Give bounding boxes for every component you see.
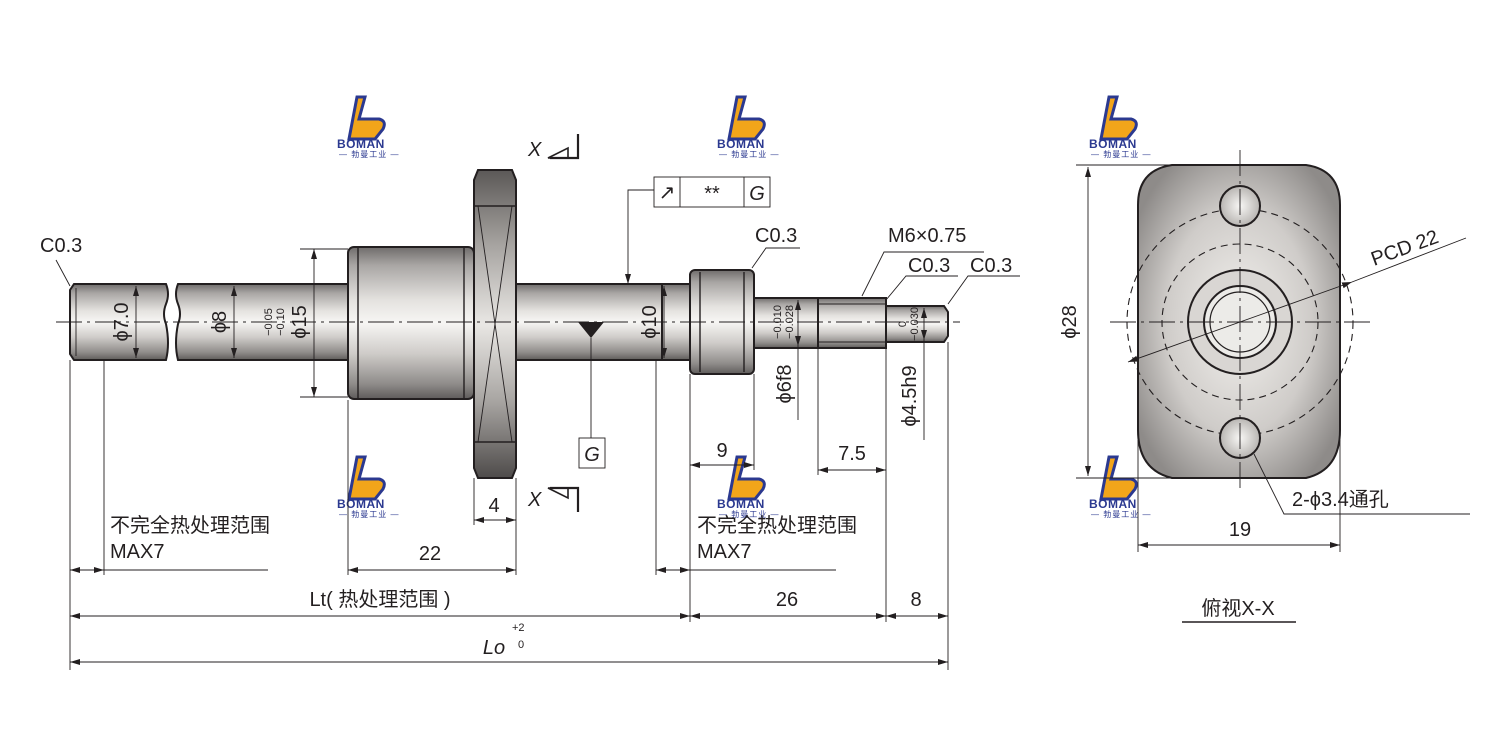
side-width-label: 19 [1229, 519, 1251, 541]
heat-treat-note-right-1: 不完全热处理范围 [697, 514, 857, 537]
section-marker-bottom: X [527, 486, 580, 512]
heat-treat-note-left-1: 不完全热处理范围 [110, 514, 270, 537]
lt-dim-label: Lt( 热处理范围 ) [309, 588, 450, 611]
logo-brand-text: BOMAN [1089, 137, 1137, 151]
logo-mark-icon [727, 95, 766, 141]
side-view [1076, 150, 1470, 552]
logo-mark-icon [727, 455, 766, 501]
journal-phi6-segment [753, 297, 819, 349]
logo-brand-text: BOMAN [337, 137, 385, 151]
logo-mark-icon [347, 95, 386, 141]
diameter-15-label: ϕ15 [289, 305, 311, 338]
end-26-dim: 26 [776, 589, 798, 611]
shaft-tip [885, 305, 949, 343]
thread-length-dim: 7.5 [838, 443, 866, 465]
lo-tol-lower: 0 [518, 639, 524, 651]
side-height-label: ϕ28 [1059, 305, 1081, 338]
heat-treat-note-left-2: MAX7 [110, 541, 164, 563]
diameter-7-label: ϕ7.0 [111, 302, 133, 341]
brand-logo: BOMAN — 勃曼工业 — [717, 95, 779, 159]
journal-length-dim: 9 [716, 440, 727, 462]
logo-brand-text: BOMAN [337, 497, 385, 511]
diameter-15-tol-upper: −0.05 [263, 308, 275, 336]
brand-logo: BOMAN — 勃曼工业 — [1089, 95, 1151, 159]
brand-logo: BOMAN — 勃曼工业 — [1089, 455, 1151, 519]
diameter-15-tol-lower: −0.10 [275, 308, 287, 336]
logo-sub-text: — 勃曼工业 — [1091, 509, 1151, 519]
tolerance-value: ** [704, 183, 720, 205]
chamfer-leaders [55, 247, 1020, 305]
thread-segment [817, 297, 887, 349]
diameter-6-tol-upper: −0.010 [772, 305, 784, 339]
pcd-label: PCD 22 [1368, 226, 1441, 271]
view-title: 俯视X-X [1201, 597, 1274, 620]
diameter-dim-lines [133, 248, 927, 440]
lo-dim-label: Lo [483, 637, 505, 659]
chamfer-journal-label: C0.3 [755, 225, 797, 247]
end-8-dim: 8 [910, 589, 921, 611]
brand-logo: BOMAN — 勃曼工业 — [717, 455, 779, 519]
chamfer-tip-label: C0.3 [970, 255, 1012, 277]
runout-symbol-icon: ↗ [659, 182, 676, 204]
logo-sub-text: — 勃曼工业 — [339, 149, 399, 159]
section-marker-top: X [527, 134, 580, 161]
chamfer-thread-label: C0.3 [908, 255, 950, 277]
thread-callout: M6×0.75 [888, 225, 966, 247]
logo-mark-icon [347, 455, 386, 501]
logo-mark-icon [1099, 455, 1138, 501]
datum-marker: G [578, 322, 606, 469]
section-letter: X [527, 489, 542, 511]
diameter-45h9-label: ϕ4.5h9 [899, 365, 921, 426]
heat-treat-note-right-2: MAX7 [697, 541, 751, 563]
diameter-6-tol-lower: −0.028 [784, 305, 796, 339]
diameter-6f8-label: ϕ6f8 [774, 364, 796, 403]
brand-logo: BOMAN — 勃曼工业 — [337, 95, 399, 159]
datum-label: G [584, 444, 600, 466]
length-dim-lines [70, 462, 948, 665]
diameter-10-label: ϕ10 [639, 305, 661, 338]
logo-sub-text: — 勃曼工业 — [719, 509, 779, 519]
lo-tol-upper: +2 [512, 622, 525, 634]
brand-logo: BOMAN — 勃曼工业 — [337, 455, 399, 519]
diameter-45-tol-lower: −0.030 [909, 307, 921, 341]
logo-sub-text: — 勃曼工业 — [719, 149, 779, 159]
logo-sub-text: — 勃曼工业 — [1091, 149, 1151, 159]
section-letter: X [527, 139, 542, 161]
screw-shaft [69, 169, 949, 479]
logo-mark-icon [1099, 95, 1138, 141]
logo-brand-text: BOMAN [1089, 497, 1137, 511]
chamfer-left-label: C0.3 [40, 235, 82, 257]
flange-thickness-dim: 4 [488, 495, 499, 517]
logo-brand-text: BOMAN [717, 497, 765, 511]
diameter-8-label: ϕ8 [209, 311, 231, 333]
tolerance-datum: G [749, 183, 765, 205]
diameter-45-tol-upper: 0 [897, 321, 909, 327]
ball-nut-body [347, 246, 475, 400]
logo-sub-text: — 勃曼工业 — [339, 509, 399, 519]
nut-length-dim: 22 [419, 543, 441, 565]
tolerance-frame: ↗ ** G [625, 176, 771, 284]
holes-label: 2-ϕ3.4通孔 [1292, 488, 1389, 511]
logo-brand-text: BOMAN [717, 137, 765, 151]
nut-flange [473, 169, 517, 479]
